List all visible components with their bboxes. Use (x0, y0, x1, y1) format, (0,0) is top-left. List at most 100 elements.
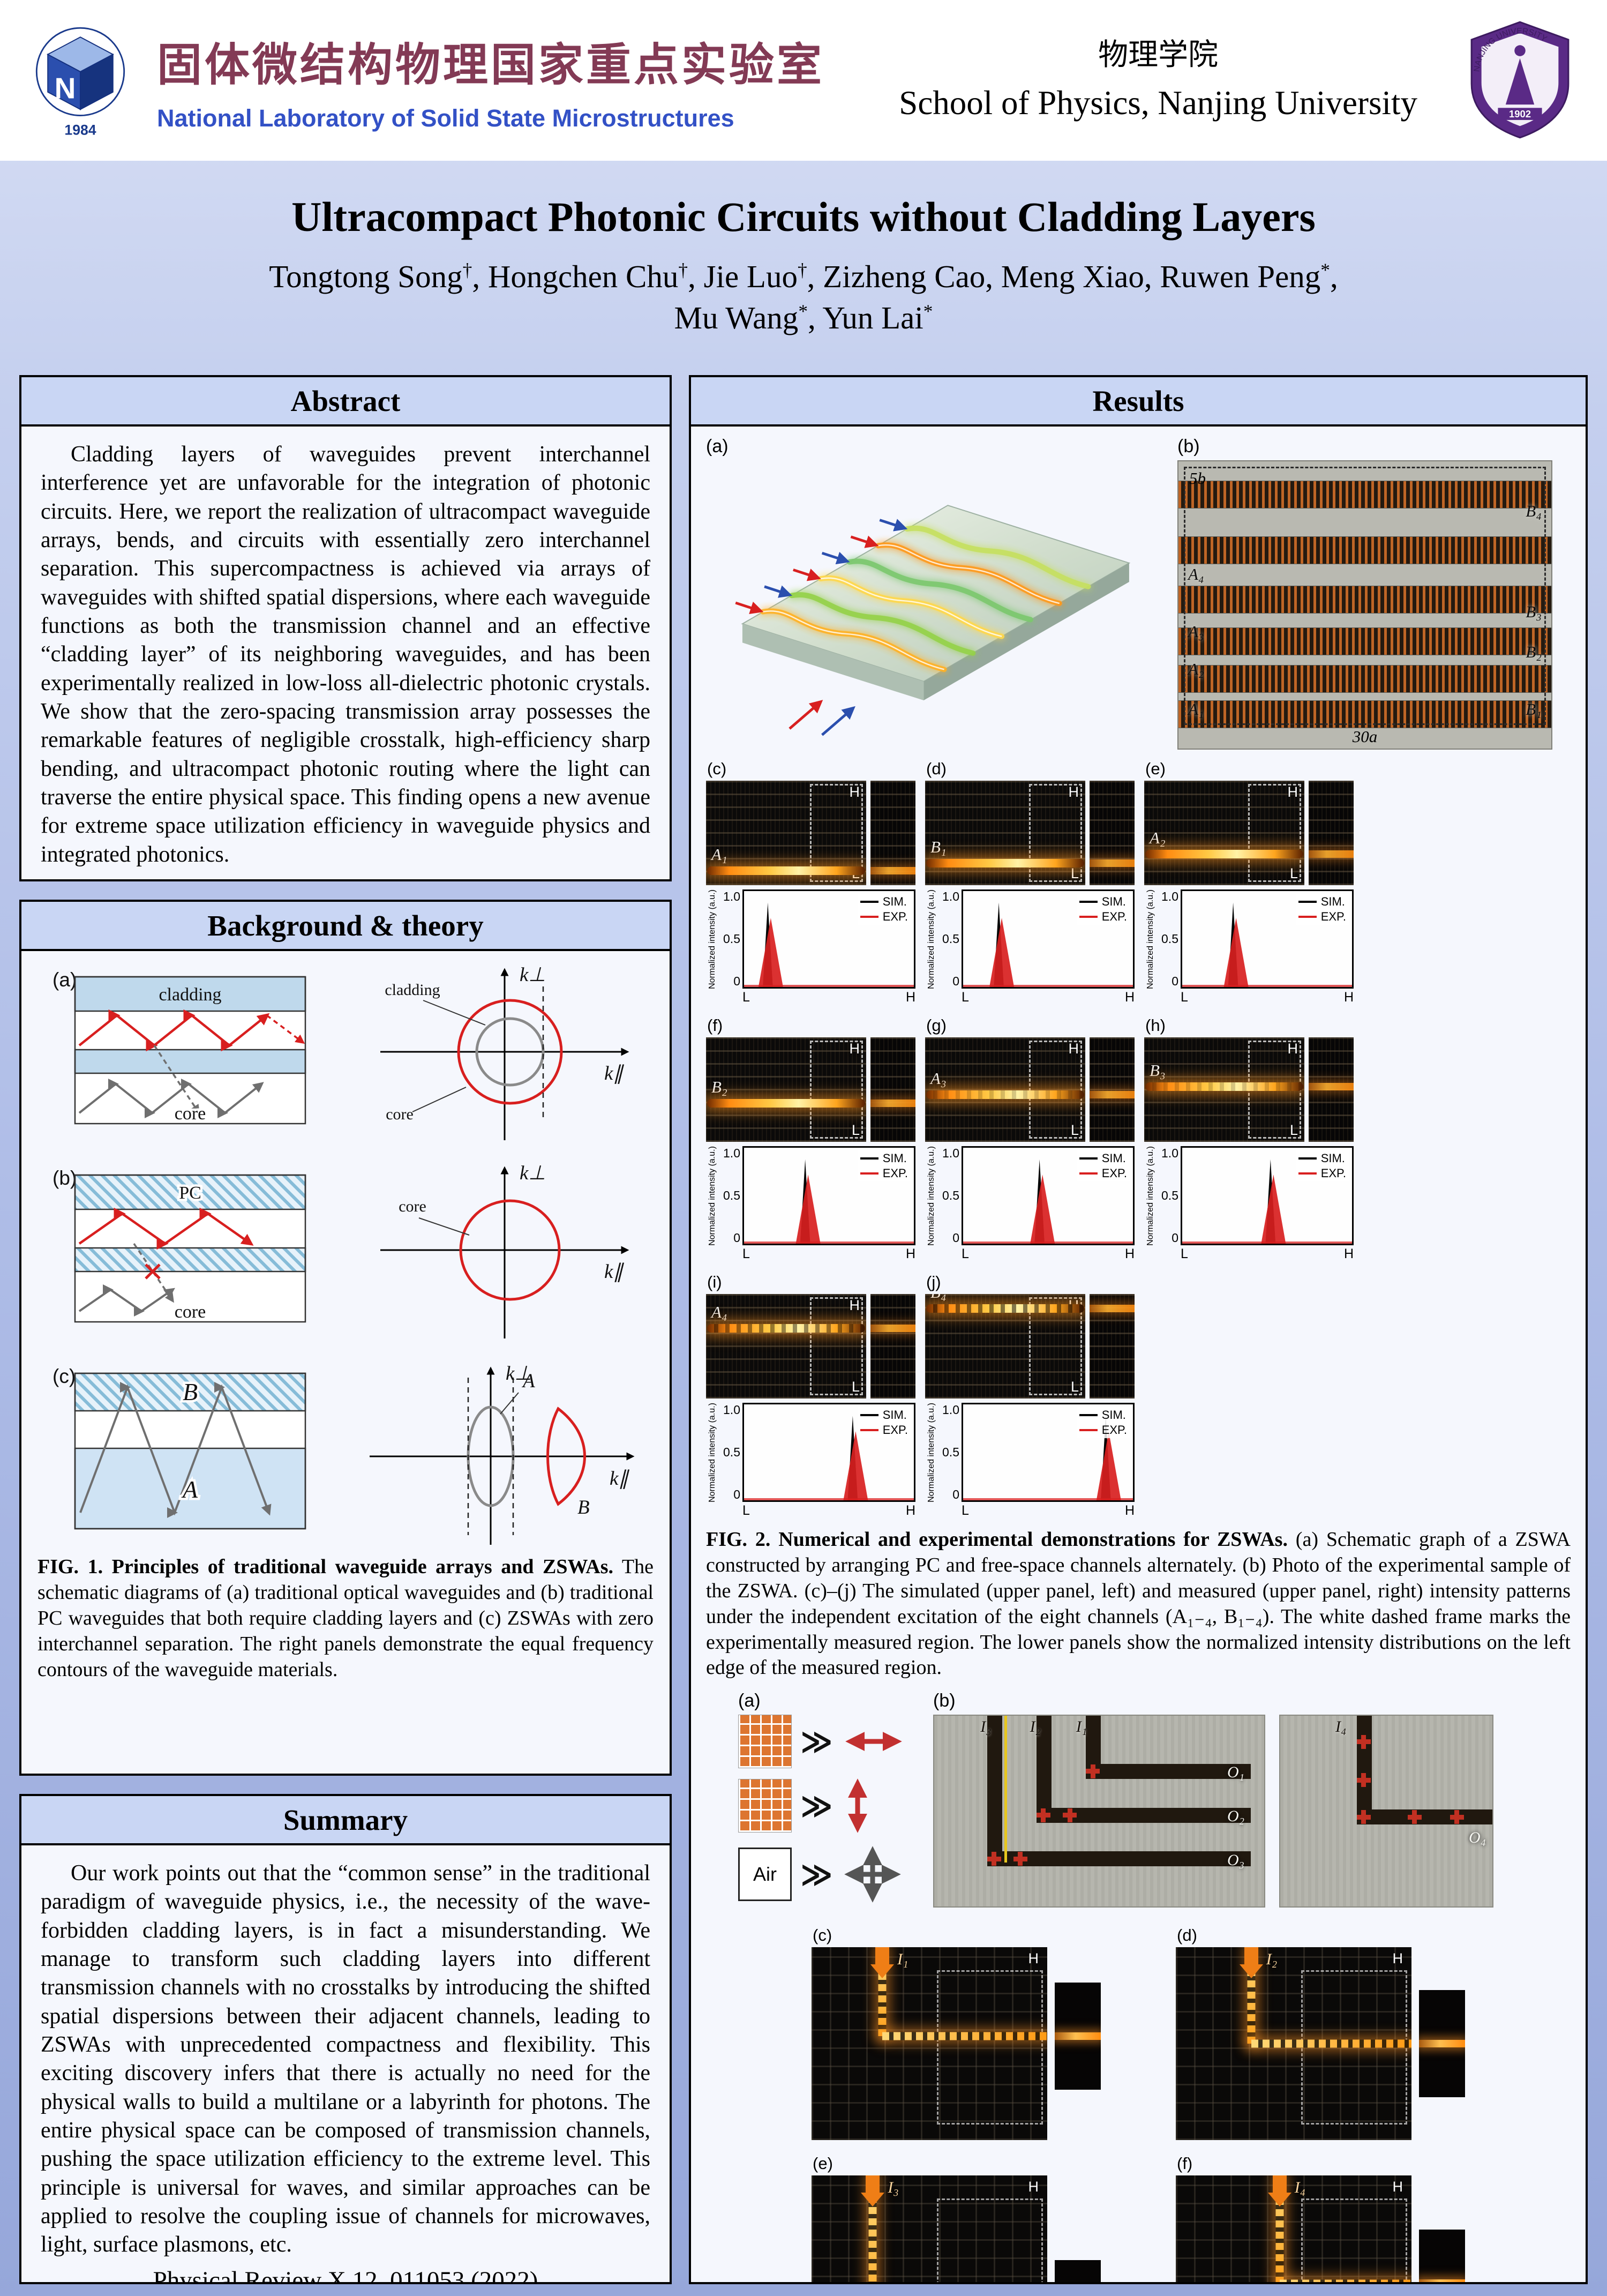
poster-body: Abstract Cladding layers of waveguides p… (19, 375, 1588, 2284)
measured-streak (870, 1325, 915, 1333)
efc-core-circle-b (459, 1199, 561, 1301)
simulated-intensity-image: H L B₂ (706, 1037, 866, 1142)
fig2-panel: (f) H L B₂ (706, 1015, 915, 1262)
bend-marker (1063, 1808, 1077, 1822)
pc-row (1178, 586, 1551, 614)
bending-simulation-image: I₁ H (812, 1947, 1047, 2141)
excited-channel-label: B₁ (930, 837, 947, 857)
bending-simulation-image: I₃ H L (812, 2175, 1047, 2282)
maps-to-icon: ≫ (800, 1788, 833, 1824)
author: Jie Luo†, (703, 259, 823, 294)
highlight-trace (1004, 1716, 1007, 1863)
abstract-body: Cladding layers of waveguides prevent in… (21, 427, 670, 879)
measured-streak (1309, 1082, 1354, 1090)
panel-tag: (f) (1177, 2154, 1193, 2173)
exp-legend-swatch (1079, 916, 1098, 918)
sample-30a-label: 30a (1352, 727, 1378, 746)
authors: Tongtong Song†, Hongchen Chu†, Jie Luo†,… (0, 256, 1607, 338)
poster-title: Ultracompact Photonic Circuits without C… (291, 193, 1316, 240)
plot-y-axis-label: Normalized intensity (a.u.) (708, 1402, 717, 1502)
nju-seal-icon: 1902 NANJING UNIVERSITY (1470, 21, 1570, 139)
high-edge-label: H (849, 784, 860, 800)
panel-tag: (h) (1145, 1016, 1166, 1035)
abstract-panel: Abstract Cladding layers of waveguides p… (19, 375, 672, 881)
bend-marker (1036, 1808, 1050, 1822)
exp-legend-swatch (860, 1172, 878, 1175)
bend-marker (1450, 1810, 1464, 1824)
svg-text:k⊥: k⊥ (520, 1162, 546, 1184)
plot-area: SIM. EXP. (1181, 889, 1354, 989)
beam-streak (926, 1090, 1084, 1100)
measured-streak (870, 866, 915, 874)
sim-legend-swatch (1298, 1157, 1317, 1160)
plot-area: SIM. EXP. (742, 889, 915, 989)
beam-streak (707, 1098, 865, 1108)
fig1-diagram: (a) cladding core cladding (52, 964, 635, 1545)
pc-label: PC (179, 1183, 201, 1203)
simulated-intensity-image: H L A₃ (925, 1037, 1085, 1142)
sim-legend-swatch (1079, 1414, 1098, 1416)
efc-core-label: core (386, 1105, 414, 1123)
exp-legend-swatch (1079, 1172, 1098, 1175)
svg-text:k∥: k∥ (604, 1261, 624, 1283)
core-label: core (175, 1104, 206, 1124)
panel-tag: (c) (813, 1926, 832, 1945)
light-beams (760, 525, 1091, 672)
svg-text:k∥: k∥ (610, 1468, 629, 1490)
low-edge-label: L (1070, 1122, 1079, 1138)
low-edge-label: L (1289, 1122, 1298, 1138)
school-block: 物理学院 School of Physics, Nanjing Universi… (899, 33, 1437, 129)
fig2-schematic-group: (a) (706, 436, 1161, 750)
authors-line-2: Mu Wang*, Yun Lai* (0, 297, 1607, 339)
simulated-intensity-image: H L A₂ (1144, 781, 1304, 885)
logo-year: 1984 (64, 122, 96, 138)
panel-tag: (i) (707, 1273, 722, 1291)
exp-curve (1261, 1175, 1286, 1244)
school-name-english: School of Physics, Nanjing University (899, 84, 1417, 122)
low-edge-label: L (851, 1122, 860, 1138)
exp-curve (1030, 1175, 1055, 1244)
excited-channel-label: A₃ (930, 1069, 947, 1088)
pc-supercell-icon (738, 1715, 792, 1769)
sample-dashed-frame (1184, 467, 1546, 725)
pc-row (1178, 627, 1551, 655)
high-edge-label: H (1287, 1041, 1298, 1057)
plot-legend: SIM. EXP. (857, 894, 911, 925)
fig2-caption: FIG. 2. Numerical and experimental demon… (706, 1528, 1571, 1679)
waveguide-strip (1356, 1809, 1492, 1825)
input-port-label: I₄ (1335, 1718, 1347, 1736)
exp-baseline (744, 985, 914, 987)
measured-streak (1090, 859, 1135, 867)
plot-area: SIM. EXP. (742, 1403, 915, 1502)
exp-curve (1223, 918, 1249, 987)
beam-streak (1145, 1082, 1303, 1091)
panel-tag: (c) (707, 759, 727, 778)
exp-curve (795, 1175, 821, 1244)
channel-label-A: A₄ (1188, 564, 1204, 584)
fig2-panel: (i) H L A₄ (706, 1272, 915, 1519)
poster-header: N 1984 固体微结构物理国家重点实验室 National Laborator… (0, 0, 1607, 161)
horizontal-beam (882, 2032, 1047, 2040)
summary-heading: Summary (21, 1796, 670, 1845)
horizontal-beam (1279, 2279, 1411, 2282)
horizontal-double-arrow-icon (845, 1732, 902, 1752)
waveguide-strip (1356, 1716, 1372, 1825)
high-edge-label: H (849, 1297, 860, 1313)
low-edge-label: L (1070, 1379, 1079, 1395)
excited-channel-label: B₄ (930, 1294, 947, 1302)
exp-curve (989, 918, 1015, 987)
core-label-b: core (175, 1302, 206, 1322)
efc-B-crescent (546, 1407, 586, 1506)
